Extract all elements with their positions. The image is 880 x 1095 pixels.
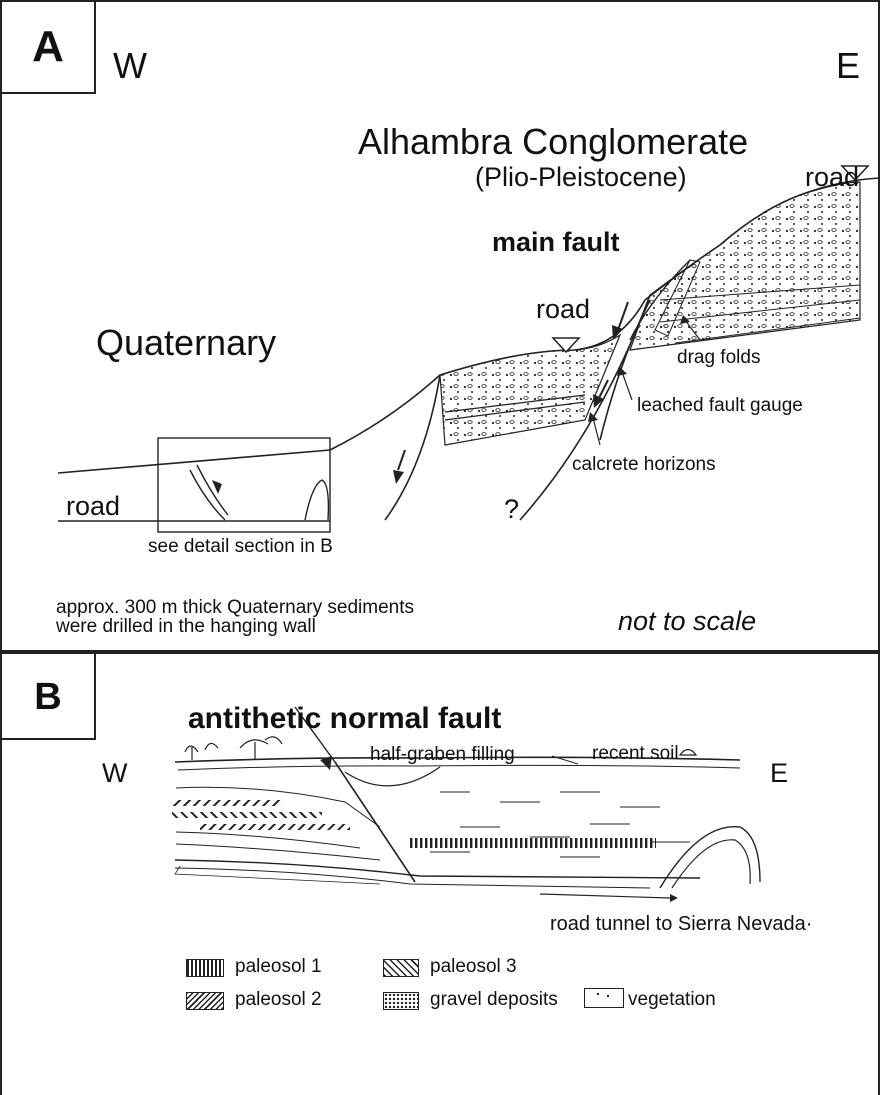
road-label-mid: road: [536, 296, 590, 323]
half-graben-fill: [345, 767, 440, 786]
calcrete-horizons-label: calcrete horizons: [572, 455, 716, 474]
legend-swatch-paleosol1: [186, 959, 224, 977]
vegetation-sketch-2: [240, 737, 282, 760]
panel-a-west-label: W: [113, 48, 147, 84]
quaternary-label: Quaternary: [96, 325, 276, 361]
panel-a-east-label: E: [836, 48, 860, 84]
not-to-scale-label: not to scale: [618, 608, 756, 635]
legend-label-vegetation: vegetation: [628, 990, 716, 1009]
panel-a-title: Alhambra Conglomerate: [358, 124, 748, 160]
legend-label-gravel: gravel deposits: [430, 990, 558, 1009]
main-fault-label: main fault: [492, 229, 620, 256]
question-mark: ?: [504, 496, 519, 523]
anticline: [660, 827, 760, 888]
main-fault-trace-1: [385, 375, 440, 520]
motion-arrow-1: [398, 450, 405, 470]
note-line-2: were drilled in the hanging wall: [56, 617, 316, 636]
recent-soil-label: recent soil: [592, 744, 679, 763]
legend-swatch-paleosol3: [383, 959, 419, 977]
panel-a-subtitle: (Plio-Pleistocene): [475, 164, 687, 191]
paleosol-1-band: [408, 838, 656, 848]
road-tunnel-label: road tunnel to Sierra Nevada·: [550, 914, 812, 934]
legend-swatch-paleosol2: [186, 992, 224, 1010]
drag-folds-label: drag folds: [677, 348, 760, 367]
panel-b-west-label: W: [102, 760, 127, 787]
note-line-1: approx. 300 m thick Quaternary sediments: [56, 598, 414, 617]
antithetic-fault-trace: [335, 762, 415, 882]
panel-b-title: antithetic normal fault: [188, 704, 501, 734]
conglomerate-body-lower: [440, 335, 620, 445]
road-label-left: road: [66, 493, 120, 520]
legend-label-paleosol3: paleosol 3: [430, 957, 517, 976]
legend-swatch-gravel: [383, 992, 419, 1010]
panel-b: B: [0, 652, 880, 1095]
panel-b-east-label: E: [770, 760, 788, 787]
legend-label-paleosol2: paleosol 2: [235, 990, 322, 1009]
panel-a: A: [0, 0, 880, 652]
half-graben-label: half-graben filling: [370, 745, 515, 764]
road-label-top-right: road: [805, 164, 859, 191]
legend-label-paleosol1: paleosol 1: [235, 957, 322, 976]
legend-swatch-vegetation: [584, 988, 624, 1008]
leached-fault-gauge-label: leached fault gauge: [637, 396, 803, 415]
vegetation-sketch-1: [185, 743, 218, 760]
see-detail-label: see detail section in B: [148, 537, 333, 556]
